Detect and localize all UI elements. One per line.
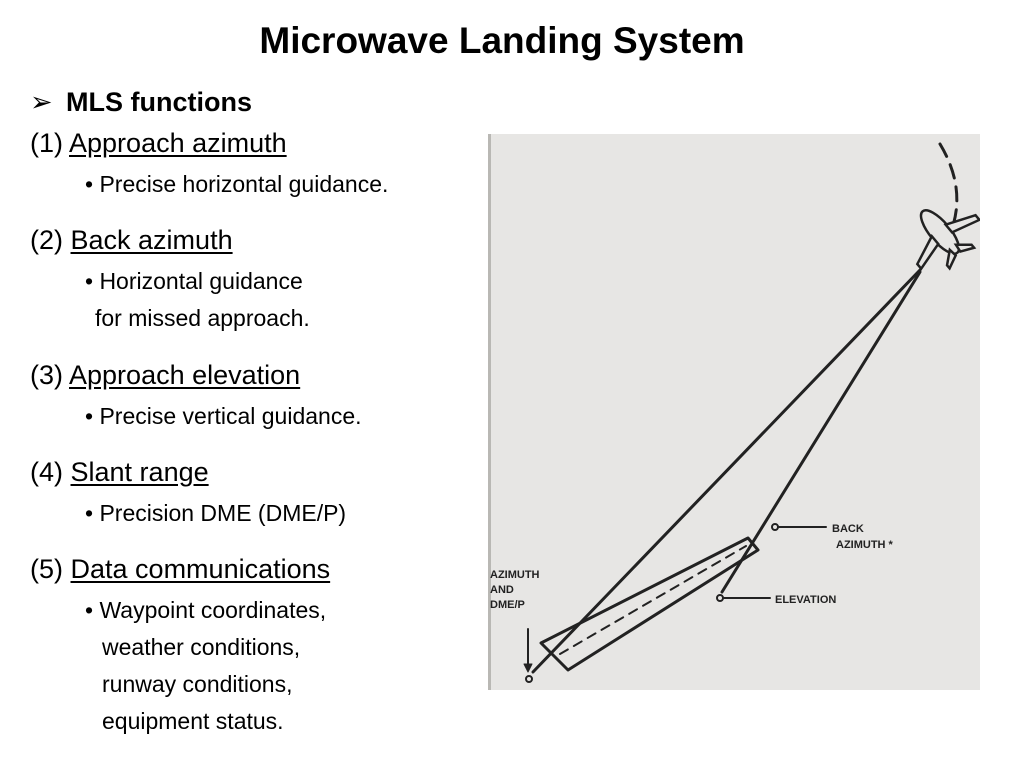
azimuth-arrow-icon (523, 663, 533, 673)
mls-diagram-svg: AZIMUTH AND DME/P BACK AZIMUTH * ELEVATI… (488, 134, 980, 690)
function-detail-continued: runway conditions, (102, 671, 293, 697)
function-item-1: (1) Approach azimuth (30, 128, 287, 159)
azimuth-label-line-3: DME/P (490, 599, 525, 611)
function-detail-continued: equipment status. (102, 708, 284, 734)
function-label: Approach elevation (69, 360, 301, 390)
azimuth-label-line-2: AND (490, 584, 514, 596)
elevation-label: ELEVATION (775, 594, 836, 606)
scan-edge (488, 134, 491, 690)
function-detail-continued: for missed approach. (95, 305, 310, 331)
back-azimuth-label-line-1: BACK (832, 523, 864, 535)
slide-title: Microwave Landing System (259, 20, 745, 61)
azimuth-beam-line (531, 268, 922, 674)
function-number: (1) (30, 128, 63, 158)
section-heading-text: MLS functions (66, 87, 252, 117)
back-azimuth-label-line-2: AZIMUTH * (836, 539, 894, 551)
function-detail-continued: weather conditions, (102, 634, 301, 660)
azimuth-label-line-1: AZIMUTH (490, 569, 540, 581)
function-label: Back azimuth (70, 225, 233, 255)
function-detail: • Waypoint coordinates, (85, 597, 327, 623)
mls-diagram: AZIMUTH AND DME/P BACK AZIMUTH * ELEVATI… (488, 134, 980, 690)
function-item-4: (4) Slant range (30, 457, 209, 488)
diagram-background (488, 134, 980, 690)
function-number: (2) (30, 225, 63, 255)
function-item-5: (5) Data communications (30, 554, 330, 585)
function-detail: • Precision DME (DME/P) (85, 500, 347, 526)
function-label: Approach azimuth (69, 128, 287, 158)
function-label: Slant range (70, 457, 209, 487)
function-number: (5) (30, 554, 63, 584)
function-detail: • Precise vertical guidance. (85, 403, 362, 429)
function-detail: • Precise horizontal guidance. (85, 171, 389, 197)
arrow-bullet-icon: ➢ (30, 87, 53, 117)
section-heading: ➢ MLS functions (30, 87, 252, 118)
function-number: (3) (30, 360, 63, 390)
function-item-2: (2) Back azimuth (30, 225, 233, 256)
function-detail: • Horizontal guidance (85, 268, 303, 294)
function-label: Data communications (70, 554, 331, 584)
runway-outline (539, 536, 760, 672)
elevation-beam-line (720, 270, 922, 594)
aircraft-icon (915, 209, 980, 271)
function-number: (4) (30, 457, 63, 487)
azimuth-antenna-icon (525, 675, 533, 683)
runway-centerline (559, 545, 747, 655)
function-item-3: (3) Approach elevation (30, 360, 300, 391)
flight-path-curve (938, 142, 959, 236)
